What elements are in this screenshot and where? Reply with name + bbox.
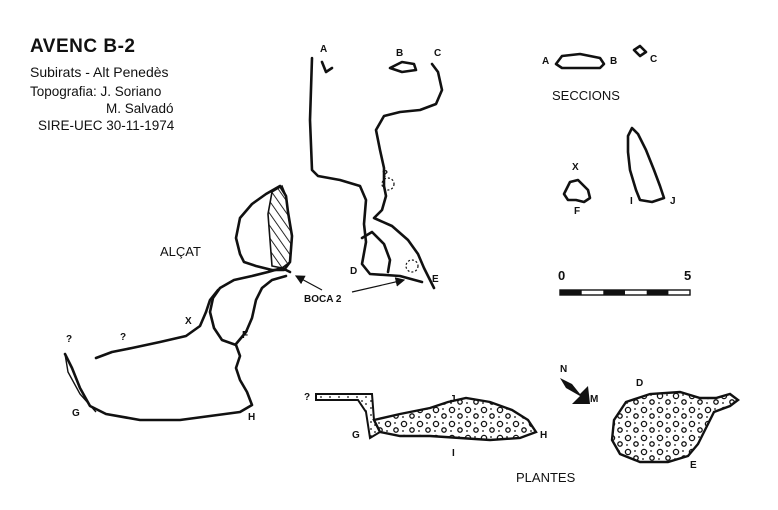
station-b-elevation: B (396, 48, 403, 59)
station-d-elevation: D (350, 266, 357, 277)
entrance-arrow-right (351, 277, 406, 293)
location-text: Subirats - Alt Penedès (30, 64, 169, 80)
north-arrow-icon (560, 378, 590, 404)
plan-station-e: E (690, 460, 697, 471)
survey-credit: SIRE-UEC 30-11-1974 (38, 118, 175, 133)
plan-station-d: D (636, 378, 643, 389)
plans-label: PLANTES (516, 470, 576, 485)
plan-station-i: I (452, 448, 455, 459)
elevation-right-profile (308, 56, 444, 290)
section-a-label: A (542, 56, 549, 67)
north-label: N (560, 364, 567, 375)
section-x-label: X (572, 162, 579, 173)
entrance-label: BOCA 2 (304, 294, 342, 305)
scale-bar (559, 289, 691, 296)
map-title: AVENC B-2 (30, 36, 136, 57)
scale-min-label: 0 (558, 268, 565, 283)
plan-station-h: H (540, 430, 547, 441)
uncertain-mark-left-1: ? (120, 332, 126, 343)
magnetic-label: M (590, 394, 598, 405)
station-c-elevation: C (434, 48, 441, 59)
section-b-label: B (610, 56, 617, 67)
cross-sections (554, 44, 666, 204)
station-h-left: H (248, 412, 255, 423)
plan-station-g: G (352, 430, 360, 441)
uncertain-mark-left-2: ? (66, 334, 72, 345)
station-a-elevation: A (320, 44, 327, 55)
station-g-left: G (72, 408, 80, 419)
entrance-arrow-left (294, 275, 323, 291)
station-e-elevation: E (432, 274, 439, 285)
plan-uncertain-mark: ? (304, 392, 310, 403)
topography-credit-second: M. Salvadó (106, 101, 174, 116)
plan-station-j: J (450, 394, 456, 405)
uncertain-mark-right: ? (382, 169, 388, 180)
section-c-label: C (650, 54, 657, 65)
sections-label: SECCIONS (552, 88, 620, 103)
plan-left (315, 393, 538, 442)
plan-right (610, 390, 740, 464)
elevation-left-profile (63, 184, 294, 422)
section-j-label: J (670, 196, 676, 207)
station-f-left: F (242, 330, 248, 341)
scale-max-label: 5 (684, 268, 691, 283)
elevation-label: ALÇAT (160, 244, 201, 259)
section-i-label: I (630, 196, 633, 207)
topography-credit: Topografia: J. Soriano (30, 84, 162, 99)
section-f-label: F (574, 206, 580, 217)
station-x-left: X (185, 316, 192, 327)
